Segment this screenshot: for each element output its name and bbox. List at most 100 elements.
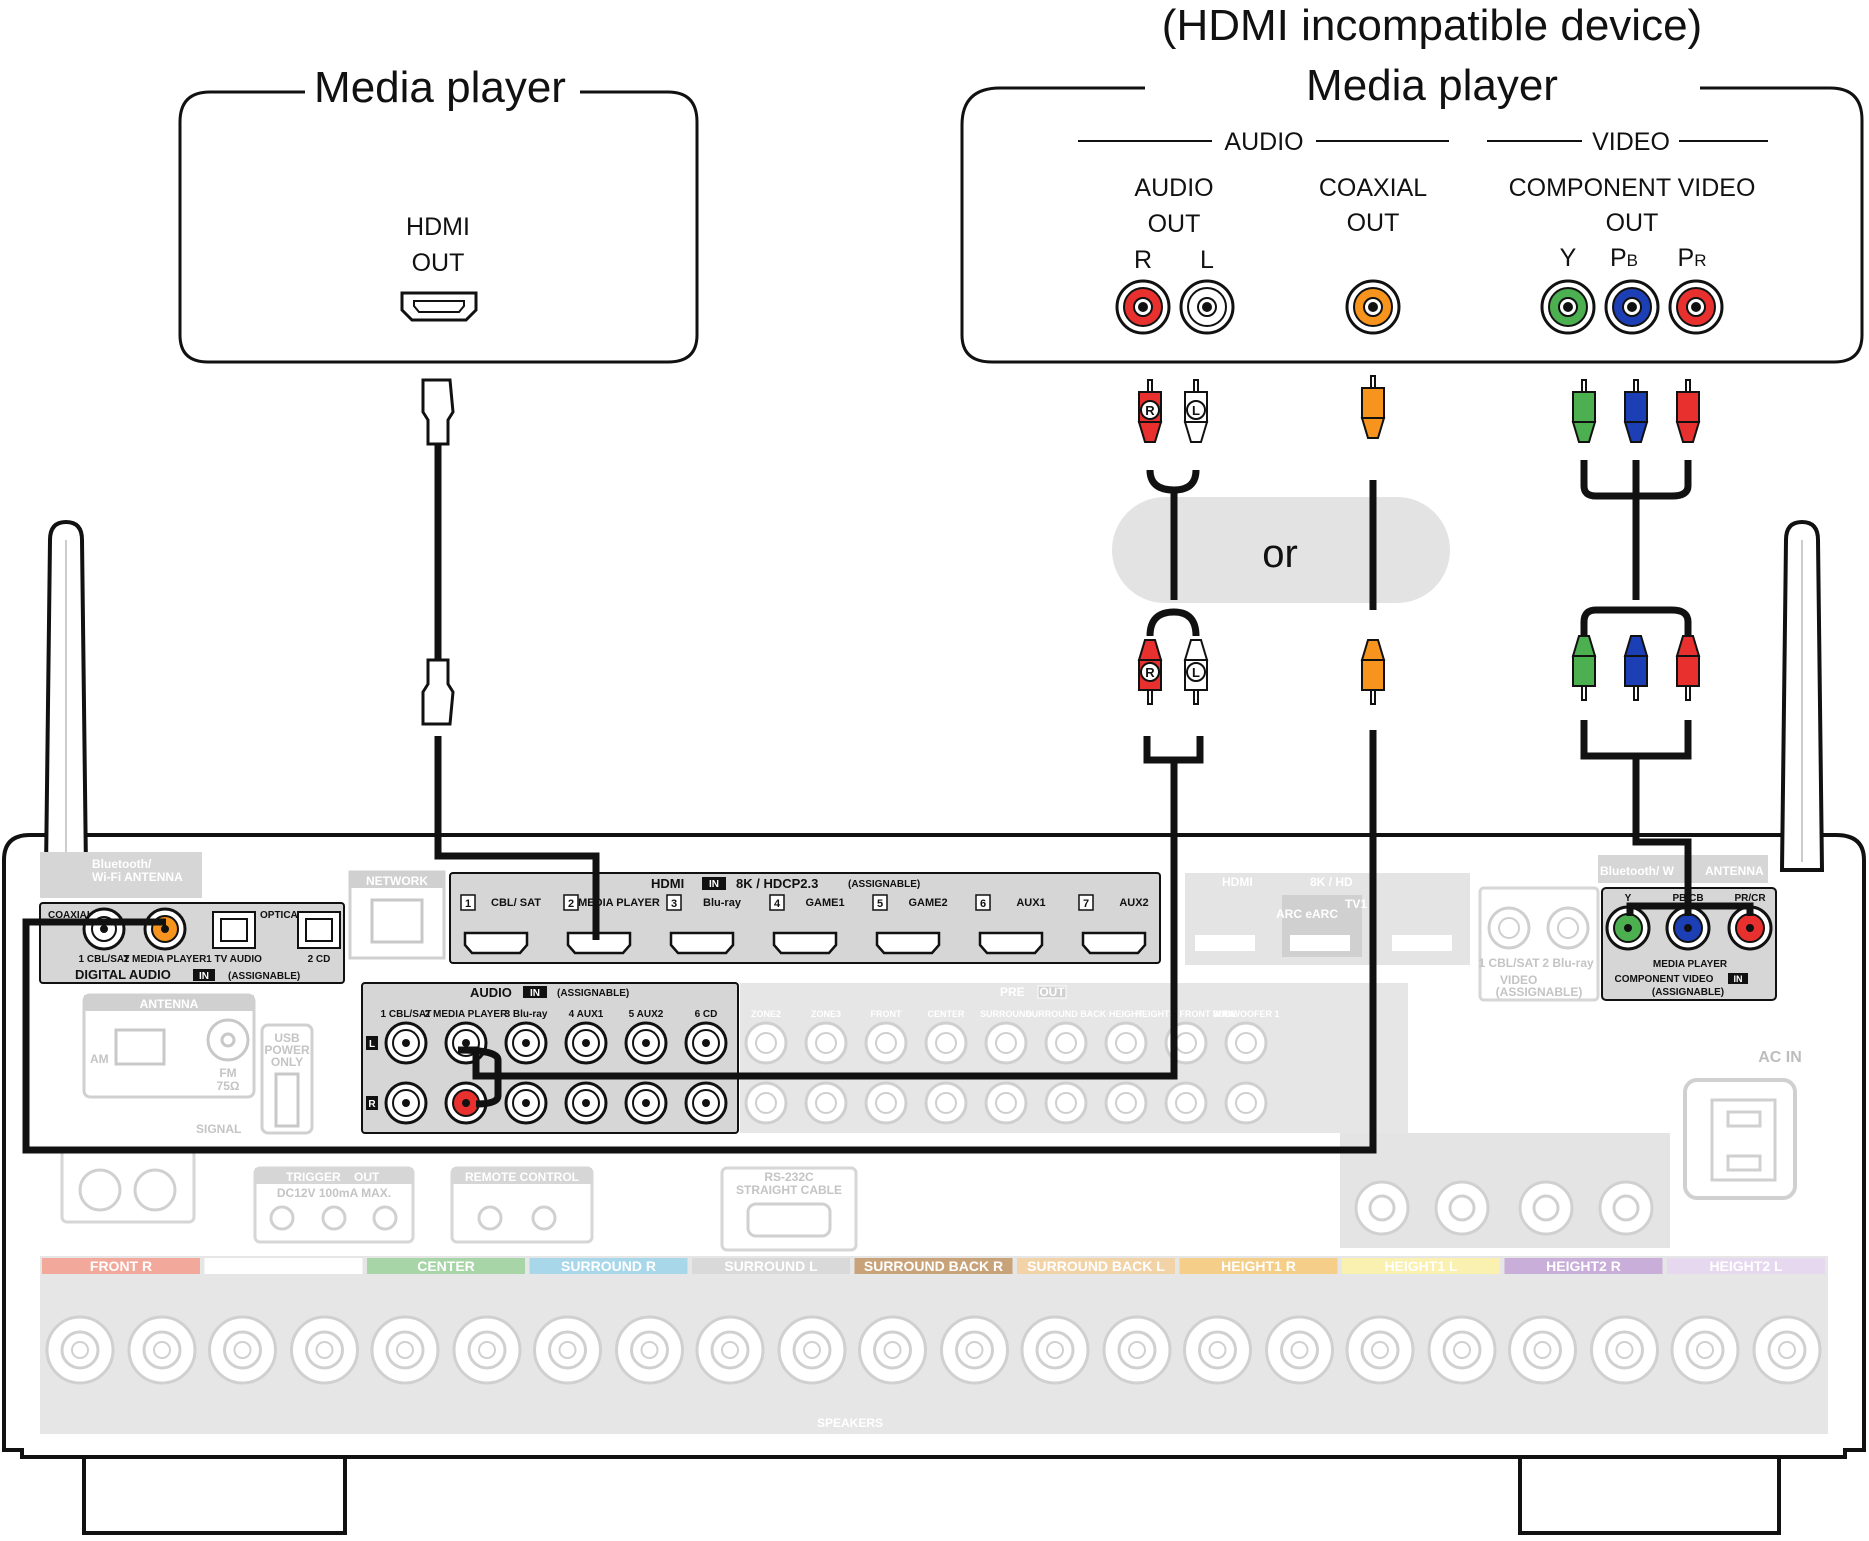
- speaker-pair-9: HEIGHT1 L: [1342, 1258, 1500, 1385]
- svg-text:ONLY: ONLY: [271, 1055, 303, 1069]
- speaker-pair-1: FRONT R: [42, 1258, 200, 1385]
- jack-coaxial: [1345, 279, 1401, 335]
- svg-text:IN: IN: [1734, 974, 1743, 984]
- plug-l-top: L: [1183, 379, 1209, 443]
- hdmi-out-label: HDMI: [406, 213, 470, 241]
- svg-text:ANTENNA: ANTENNA: [1705, 864, 1764, 878]
- speaker-pair-11: HEIGHT2 L: [1667, 1258, 1825, 1385]
- speaker-pair-3: CENTER: [367, 1258, 525, 1385]
- component-out-label-2: OUT: [1606, 209, 1659, 237]
- speaker-pair-2: FRONT L: [204, 1258, 363, 1385]
- svg-text:USB: USB: [274, 1031, 300, 1045]
- coaxial-out-label-2: OUT: [1347, 209, 1400, 237]
- svg-text:Blu-ray: Blu-ray: [703, 897, 742, 909]
- svg-text:CENTER: CENTER: [927, 1009, 965, 1019]
- component-out-label: COMPONENT VIDEO: [1509, 174, 1756, 202]
- svg-text:6: 6: [980, 898, 986, 910]
- svg-text:1 CBL/SAT: 1 CBL/SAT: [1478, 956, 1540, 970]
- svg-text:RS-232C: RS-232C: [764, 1170, 814, 1184]
- svg-text:GAME2: GAME2: [908, 897, 947, 909]
- svg-text:(ASSIGNABLE): (ASSIGNABLE): [228, 971, 300, 982]
- plug-pb-top: [1623, 379, 1649, 443]
- speaker-pair-6: SURROUND BACK R: [854, 1258, 1013, 1385]
- pre-out-jack-5: SURROUND: [980, 1009, 1033, 1125]
- hdmi-out-label-2: OUT: [412, 249, 465, 277]
- svg-text:HEIGHT1 R: HEIGHT1 R: [1221, 1258, 1296, 1274]
- svg-text:2 MEDIA PLAYER: 2 MEDIA PLAYER: [425, 1009, 508, 1020]
- svg-text:8K / HDCP2.3: 8K / HDCP2.3: [736, 876, 818, 891]
- svg-text:2 MEDIA PLAYER: 2 MEDIA PLAYER: [124, 954, 207, 965]
- svg-text:Bluetooth/ W: Bluetooth/ W: [1600, 864, 1675, 878]
- speaker-pair-8: HEIGHT1 R: [1179, 1258, 1338, 1385]
- player-rca-jacks: [1115, 279, 1724, 335]
- pr-label: PR: [1678, 244, 1707, 272]
- svg-text:5: 5: [877, 898, 883, 910]
- or-label: or: [1262, 532, 1298, 576]
- svg-text:L: L: [369, 1039, 375, 1050]
- svg-text:HDMI: HDMI: [651, 876, 684, 891]
- right-player-title: Media player: [1306, 61, 1558, 110]
- left-player-title: Media player: [314, 63, 566, 112]
- av-receiver-rear-panel: Bluetooth/ Wi-Fi ANTENNA NETWORK COAXIAL…: [1, 519, 1866, 1535]
- hdmi-cable: [421, 378, 600, 940]
- audio-input-6: 6 CD: [684, 1009, 728, 1125]
- svg-text:COAXIAL: COAXIAL: [48, 910, 93, 921]
- audio-group-label: AUDIO: [1224, 128, 1303, 156]
- incompatible-device-note: (HDMI incompatible device): [1162, 1, 1702, 50]
- svg-text:SUBWOOFER 1: SUBWOOFER 1: [1212, 1009, 1279, 1019]
- height3-post-2: [1434, 1180, 1490, 1236]
- svg-text:OPTICAL: OPTICAL: [260, 910, 304, 921]
- svg-text:Y: Y: [1625, 893, 1632, 904]
- svg-text:TRIGGER: TRIGGER: [286, 1170, 341, 1184]
- jack-y: [1540, 279, 1596, 335]
- svg-text:DIGITAL AUDIO: DIGITAL AUDIO: [75, 967, 171, 982]
- svg-text:FM: FM: [219, 1066, 236, 1080]
- speaker-pair-5: SURROUND L: [692, 1258, 850, 1385]
- svg-text:HEIGHT: HEIGHT: [1109, 1009, 1144, 1019]
- svg-text:5 AUX2: 5 AUX2: [629, 1009, 664, 1020]
- svg-text:AUX2: AUX2: [1119, 897, 1148, 909]
- svg-text:FRONT R: FRONT R: [90, 1258, 152, 1274]
- pre-out-jack-7: HEIGHT: [1104, 1009, 1148, 1125]
- coaxial-out-label: COAXIAL: [1319, 174, 1427, 202]
- jack-pr: [1668, 279, 1724, 335]
- ac-inlet: [1683, 1078, 1797, 1200]
- component-video-input-panel: Bluetooth/ W ANTENNA Y PB/CB PR/CR MEDIA…: [1598, 855, 1777, 1001]
- wifi-antenna-left: [43, 519, 89, 872]
- svg-text:R: R: [368, 1099, 376, 1110]
- height3-post-4: [1598, 1180, 1654, 1236]
- svg-text:HEIGHT2 R: HEIGHT2 R: [1546, 1258, 1621, 1274]
- or-pill: [1112, 497, 1450, 603]
- pre-out-jack-4: CENTER: [924, 1009, 968, 1125]
- svg-text:SURROUND: SURROUND: [980, 1009, 1033, 1019]
- plug-l-bottom: L: [1183, 639, 1209, 705]
- svg-text:7: 7: [1083, 898, 1089, 910]
- audio-input-3: 3 Blu-ray: [504, 1009, 548, 1125]
- audio-l-label: L: [1200, 246, 1214, 274]
- svg-text:3 Blu-ray: 3 Blu-ray: [505, 1009, 548, 1020]
- jack-audio-r: [1115, 279, 1171, 335]
- bt-antenna-left-label-2: Wi-Fi ANTENNA: [92, 870, 183, 884]
- plug-pr-bottom: [1675, 635, 1701, 701]
- svg-text:(ASSIGNABLE): (ASSIGNABLE): [848, 879, 920, 890]
- svg-text:ZONE3: ZONE3: [811, 1009, 841, 1019]
- svg-text:IN: IN: [709, 879, 719, 890]
- component-video-cable: [1580, 460, 1754, 916]
- svg-text:HDMI: HDMI: [1222, 875, 1253, 889]
- svg-text:ZONE2: ZONE2: [751, 1009, 781, 1019]
- svg-text:SURROUND BACK R: SURROUND BACK R: [864, 1258, 1003, 1274]
- coaxial-cable: [22, 480, 1377, 1154]
- audio-r-label: R: [1134, 246, 1152, 274]
- height3-post-1: [1354, 1180, 1410, 1236]
- height3-speaker-panel: [1340, 1133, 1670, 1248]
- y-label: Y: [1560, 244, 1577, 272]
- plug-y-bottom: [1571, 635, 1597, 701]
- hdmi-output-panel: HDMI 8K / HD TV1 ARC eARC: [1185, 873, 1470, 965]
- svg-text:ANTENNA: ANTENNA: [140, 997, 199, 1011]
- plug-y-top: [1571, 379, 1597, 443]
